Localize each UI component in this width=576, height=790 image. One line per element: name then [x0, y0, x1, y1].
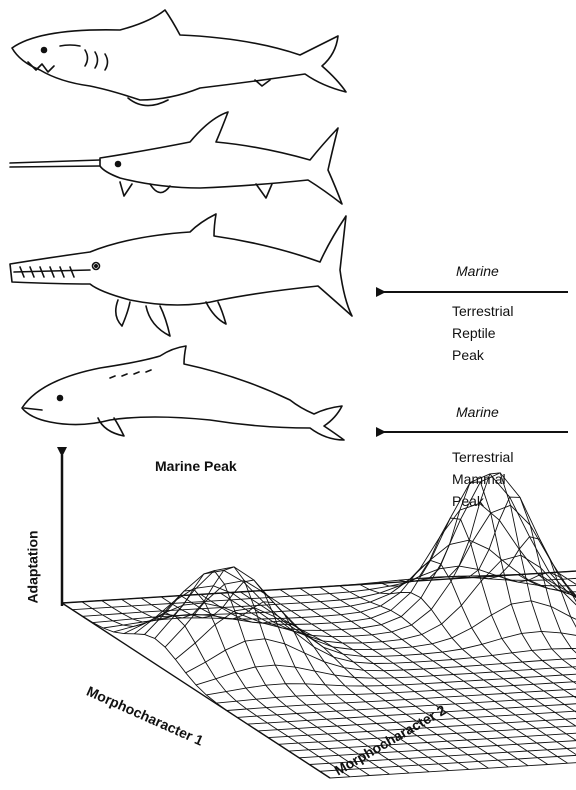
- mammal-peak-line-3: Peak: [452, 490, 513, 512]
- reptile-peak-line-1: Terrestrial: [452, 300, 513, 322]
- swordfish-drawing: [10, 112, 342, 204]
- marine-peak-label: Marine Peak: [155, 455, 237, 477]
- reptile-peak-label: Terrestrial Reptile Peak: [452, 300, 513, 366]
- ichthyosaur-drawing: [10, 214, 352, 336]
- mammal-peak-label: Terrestrial Mammal Peak: [452, 446, 513, 512]
- marine-label-1: Marine: [456, 260, 499, 282]
- reptile-peak-line-3: Peak: [452, 344, 513, 366]
- mesh-line: [72, 577, 576, 610]
- landscape-edge: [62, 571, 576, 603]
- adaptive-landscape-surface: [62, 473, 576, 778]
- mesh-line: [186, 639, 576, 673]
- reptile-peak-line-2: Reptile: [452, 322, 513, 344]
- mesh-line: [237, 685, 576, 717]
- shark-drawing: [12, 10, 346, 106]
- dolphin-drawing: [22, 346, 344, 440]
- mesh-line: [181, 596, 449, 771]
- marine-label-2: Marine: [456, 401, 499, 423]
- mammal-peak-line-1: Terrestrial: [452, 446, 513, 468]
- mammal-peak-line-2: Mammal: [452, 468, 513, 490]
- mesh-line: [339, 586, 576, 761]
- adaptation-axis-label: Adaptation: [22, 530, 44, 603]
- mesh-line: [82, 602, 350, 777]
